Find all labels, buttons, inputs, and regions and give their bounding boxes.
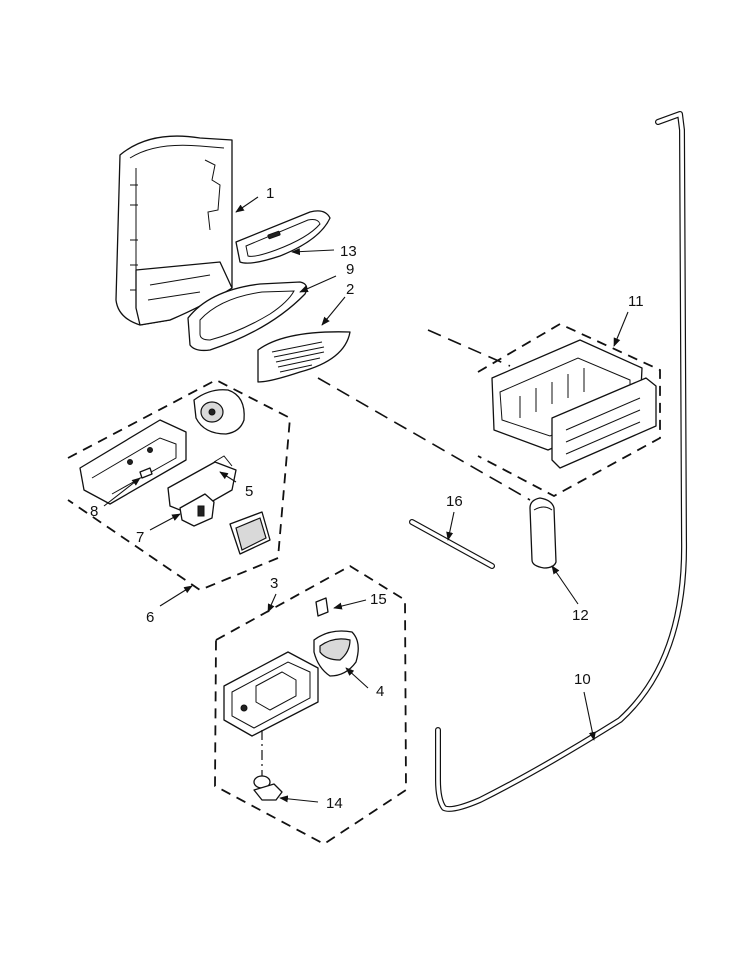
callout-5: 5: [245, 483, 253, 500]
callout-12: 12: [572, 607, 589, 624]
callout-3: 3: [270, 575, 278, 592]
callout-14: 14: [326, 795, 343, 812]
part-11-parts: [491, 339, 657, 469]
part-3-parts: [223, 597, 359, 801]
group-3-outline: [214, 564, 407, 846]
part-13-seal: [235, 210, 331, 264]
callout-9: 9: [346, 261, 354, 278]
connector-line-panel: [427, 329, 511, 367]
part-12-block: [529, 497, 557, 569]
part-9-frame: [187, 281, 308, 352]
group-6-outline: [67, 378, 291, 592]
callout-10: 10: [574, 671, 591, 688]
callout-13: 13: [340, 243, 357, 260]
callout-1: 1: [266, 185, 274, 202]
part-16-rod: [409, 519, 495, 569]
callout-6: 6: [146, 609, 154, 626]
part-10-tube: [435, 111, 688, 812]
part-2-grille: [257, 331, 351, 383]
connector-line-grille-to-block: [317, 377, 531, 501]
callout-4: 4: [376, 683, 384, 700]
part-6-parts: [79, 389, 271, 555]
callout-11: 11: [628, 293, 644, 310]
callout-2: 2: [346, 281, 354, 298]
callout-8: 8: [90, 503, 98, 520]
leader-lines: [103, 196, 629, 803]
part-1-housing: [115, 135, 233, 326]
callout-16: 16: [446, 493, 463, 510]
callout-7: 7: [136, 529, 144, 546]
group-11-outline: [477, 322, 661, 498]
callout-15: 15: [370, 591, 387, 608]
